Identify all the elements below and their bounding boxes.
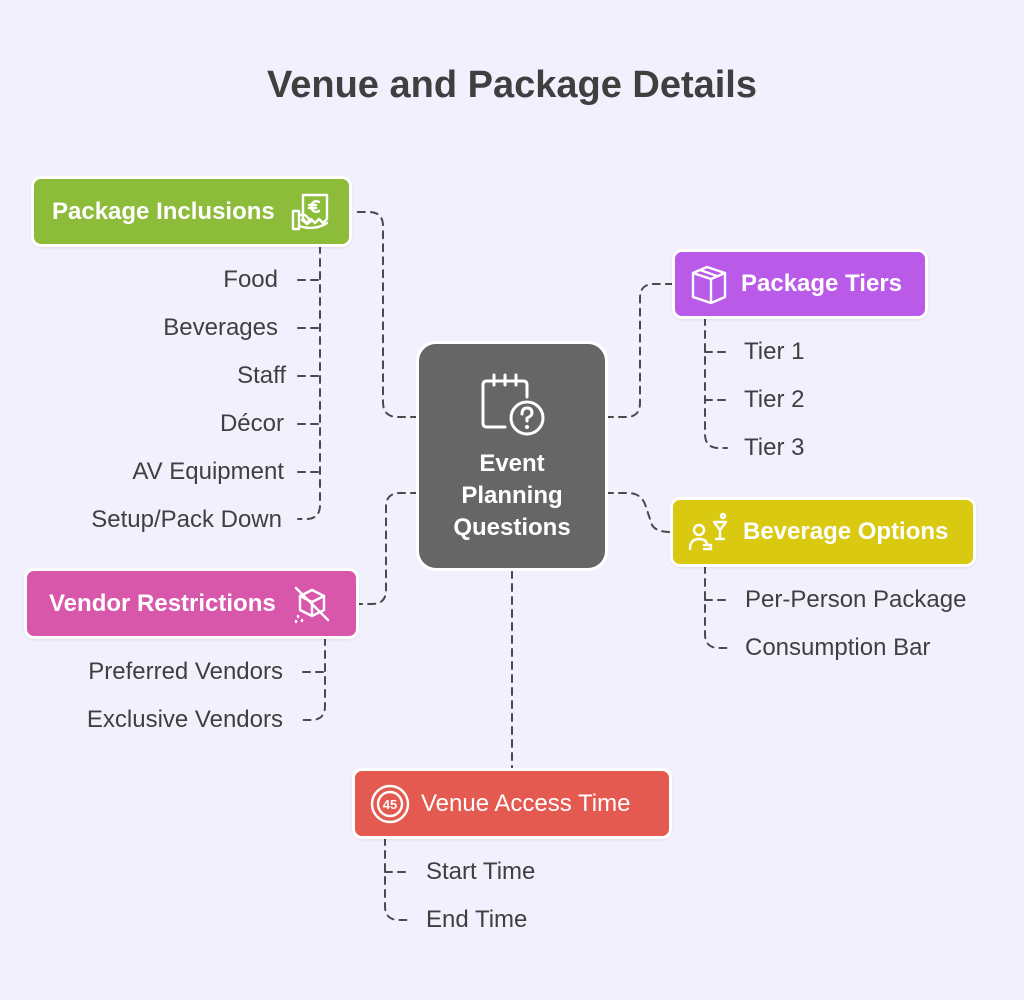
center-node: Event Planning Questions — [416, 341, 608, 571]
vendor-restrictions-node: Vendor Restrictions — [24, 568, 359, 639]
center-label: Event Planning Questions — [453, 450, 571, 541]
box-icon — [691, 265, 727, 305]
package-inclusions-label: Package Inclusions — [52, 197, 275, 225]
package-inclusions-item-staff: Staff — [237, 362, 286, 389]
package-inclusions-item-beverages: Beverages — [163, 314, 278, 341]
blocked-box-icon — [294, 586, 329, 623]
venue-access-time-node: 45 Venue Access Time — [352, 768, 672, 839]
beverage-options-item-consumption-bar: Consumption Bar — [745, 634, 931, 661]
calendar-question-icon — [481, 373, 545, 436]
package-tiers-node: Package Tiers — [672, 249, 928, 319]
page-title: Venue and Package Details — [266, 64, 757, 106]
package-inclusions-item-setup: Setup/Pack Down — [91, 506, 282, 533]
vendor-restrictions-label: Vendor Restrictions — [49, 589, 276, 617]
venue-access-time-item-end: End Time — [426, 906, 528, 933]
venue-access-time-item-start: Start Time — [426, 858, 536, 885]
timer-45-icon: 45 — [370, 784, 410, 823]
package-tiers-item-tier-3: Tier 3 — [744, 434, 805, 461]
vendor-restrictions-item-preferred: Preferred Vendors — [88, 658, 283, 685]
package-inclusions-item-food: Food — [223, 266, 278, 293]
vendor-restrictions-item-exclusive: Exclusive Vendors — [86, 706, 283, 733]
venue-access-time-label: Venue Access Time — [421, 789, 631, 817]
package-inclusions-node: Package Inclusions — [31, 176, 352, 247]
package-tiers-item-tier-1: Tier 1 — [744, 338, 805, 365]
person-cocktail-icon — [688, 512, 728, 551]
beverage-options-item-per-person: Per-Person Package — [745, 586, 967, 613]
package-tiers-item-tier-2: Tier 2 — [744, 386, 805, 413]
beverage-options-label: Beverage Options — [743, 518, 949, 545]
package-inclusions-item-av-equipment: AV Equipment — [132, 458, 284, 485]
package-inclusions-item-decor: Décor — [219, 410, 284, 437]
receipt-euro-icon — [291, 193, 328, 230]
svg-text:45: 45 — [383, 797, 397, 812]
beverage-options-node: Beverage Options — [670, 497, 976, 567]
package-tiers-label: Package Tiers — [741, 270, 903, 297]
